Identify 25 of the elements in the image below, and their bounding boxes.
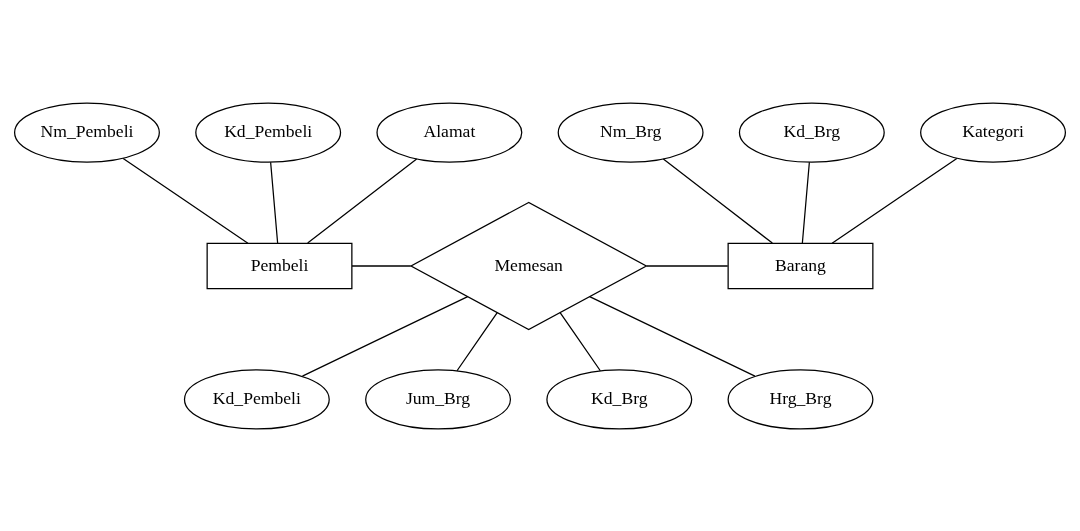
- node-ellipse: Nm_Pembeli: [13, 101, 160, 163]
- node-ellipse: Kd_Pembeli: [195, 101, 342, 163]
- connector: [351, 264, 412, 267]
- node-ellipse: Hrg_Brg: [727, 368, 874, 430]
- node-ellipse: Alamat: [376, 101, 523, 163]
- node-ellipse: Kategori: [920, 101, 1067, 163]
- connector: [801, 161, 810, 244]
- node-ellipse: Nm_Brg: [557, 101, 704, 163]
- connector: [307, 157, 418, 244]
- connector: [270, 161, 279, 244]
- connector: [662, 157, 773, 244]
- node-box: Pembeli: [206, 242, 353, 289]
- connector: [122, 157, 249, 244]
- connector: [301, 295, 469, 377]
- node-diamond: Memesan: [409, 201, 648, 330]
- node-ellipse: Kd_Brg: [546, 368, 693, 430]
- connector: [559, 311, 601, 371]
- node-ellipse: Kd_Pembeli: [183, 368, 330, 430]
- node-ellipse: Kd_Brg: [738, 101, 885, 163]
- connector: [589, 295, 756, 377]
- connector: [645, 264, 729, 267]
- node-box: Barang: [727, 242, 874, 289]
- connector: [831, 157, 958, 244]
- connector: [456, 311, 498, 371]
- node-ellipse: Jum_Brg: [365, 368, 512, 430]
